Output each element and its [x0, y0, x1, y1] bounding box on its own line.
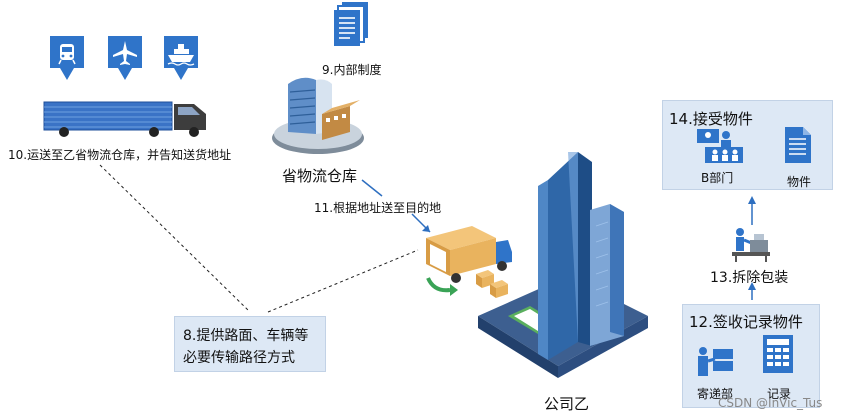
truck-icon [43, 101, 206, 137]
step10-label: 10.运送至乙省物流仓库，并告知送货地址 [8, 148, 232, 162]
dept-b-label: B部门 [701, 171, 734, 185]
dashed-line-step8-to-delivery [267, 249, 419, 313]
item-label: 物件 [787, 175, 812, 189]
step8-box: 8.提供路面、车辆等 必要传输路径方式 [174, 316, 326, 372]
spreadsheet-icon [763, 335, 793, 373]
step9-label: 9.内部制度 [322, 63, 382, 77]
company-label: 公司乙 [544, 395, 590, 413]
delivery-truck-icon [426, 226, 512, 298]
warehouse-label: 省物流仓库 [282, 167, 358, 185]
record-label: 记录 [767, 387, 792, 401]
step12-label: 12.签收记录物件 [689, 313, 803, 331]
step11-label: 11.根据地址送至目的地 [314, 201, 442, 215]
train-icon [48, 36, 86, 80]
watermark: CSDN @InVic_Tus [718, 396, 823, 410]
step8-line1: 8.提供路面、车辆等 [183, 328, 309, 344]
step14-box: 14.接受物件 B部门 物件 [662, 100, 833, 190]
dashed-line-truck-to-step8 [99, 164, 251, 313]
unpacking-worker-icon [732, 228, 770, 262]
warehouse-building-icon [272, 77, 364, 154]
document-icon [785, 127, 811, 163]
courier-label: 寄递部 [697, 387, 734, 401]
step14-label: 14.接受物件 [669, 110, 753, 128]
step12-box: 12.签收记录物件 寄递部 记录 [682, 304, 820, 408]
airplane-icon [106, 36, 144, 80]
arrow-warehouse-to-delivery [361, 179, 383, 197]
department-people-icon [697, 129, 743, 163]
step13-label: 13.拆除包装 [710, 270, 789, 286]
step8-line2: 必要传输路径方式 [183, 350, 295, 366]
document-stack-icon [334, 2, 368, 46]
courier-people-icon [698, 347, 733, 376]
company-skyscraper-icon [478, 152, 648, 378]
ship-icon [162, 36, 200, 80]
